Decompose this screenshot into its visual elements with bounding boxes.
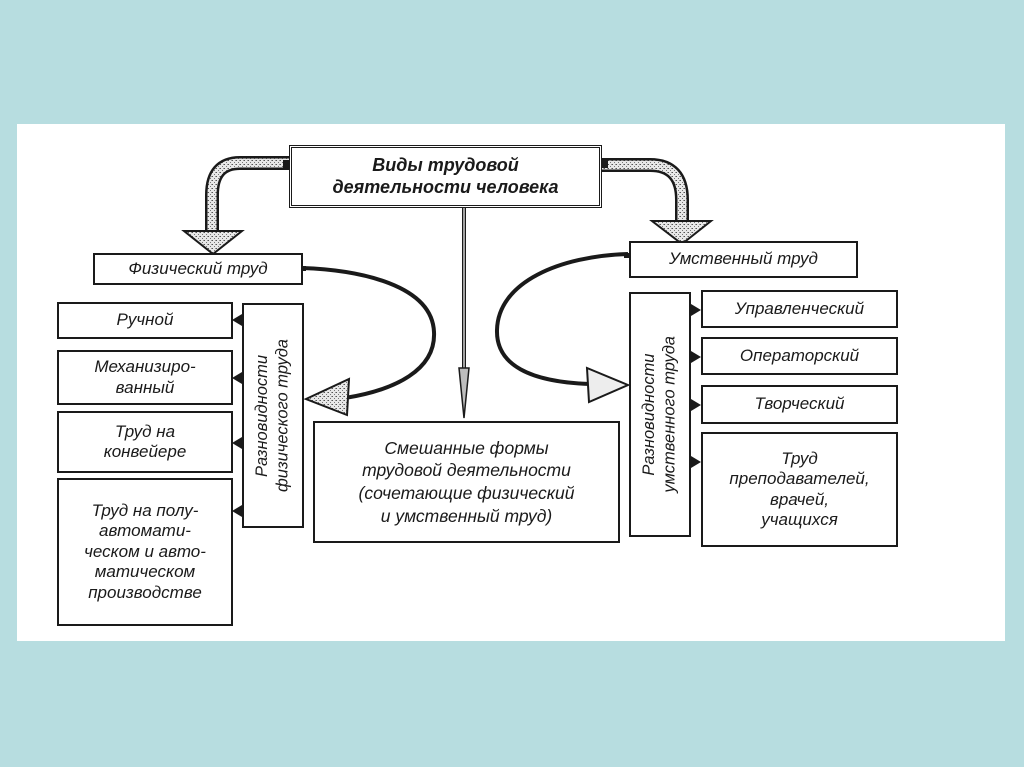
mental-item-creative: Творческий	[701, 385, 898, 424]
physical-item-conveyor: Труд на конвейере	[57, 411, 233, 473]
arrow-to-physical	[181, 156, 290, 256]
title-text: Виды трудовой деятельности человека	[332, 154, 559, 197]
mental-item-managerial: Управленческий	[701, 290, 898, 328]
mental-varieties-label: Разновидности умственного труда	[640, 336, 679, 493]
title-left-tab	[283, 160, 291, 168]
mental-item-connectors	[691, 304, 701, 468]
title-box: Виды трудовой деятельности человека	[289, 145, 602, 208]
mental-item-teachers-doctors-students: Труд преподавателей, врачей, учащихся	[701, 432, 898, 547]
arrow-to-mental	[601, 158, 714, 246]
mixed-forms-label: Смешанные формы трудовой деятельности (с…	[358, 437, 575, 526]
physical-varieties-box: Разновидности физического труда	[242, 303, 304, 528]
physical-varieties-label: Разновидности физического труда	[253, 338, 292, 492]
physical-item-automated: Труд на полу- автомати- ческом и авто- м…	[57, 478, 233, 626]
physical-labor-box: Физический труд	[93, 253, 303, 285]
loop-arrow-mental	[494, 252, 631, 404]
mixed-forms-box: Смешанные формы трудовой деятельности (с…	[313, 421, 620, 543]
loop-arrow-physical	[301, 266, 437, 417]
physical-labor-label: Физический труд	[128, 258, 268, 278]
mental-labor-label: Умственный труд	[669, 249, 818, 269]
physical-label-tab	[300, 266, 306, 271]
arrow-to-mixed	[458, 208, 470, 419]
mental-varieties-box: Разновидности умственного труда	[629, 292, 691, 537]
physical-item-connectors	[232, 314, 242, 517]
mental-labor-box: Умственный труд	[629, 241, 858, 278]
physical-item-manual: Ручной	[57, 302, 233, 339]
physical-item-mechanized: Механизиро- ванный	[57, 350, 233, 405]
mental-label-tab	[624, 253, 630, 258]
mental-item-operator: Операторский	[701, 337, 898, 375]
title-right-tab	[600, 160, 608, 168]
